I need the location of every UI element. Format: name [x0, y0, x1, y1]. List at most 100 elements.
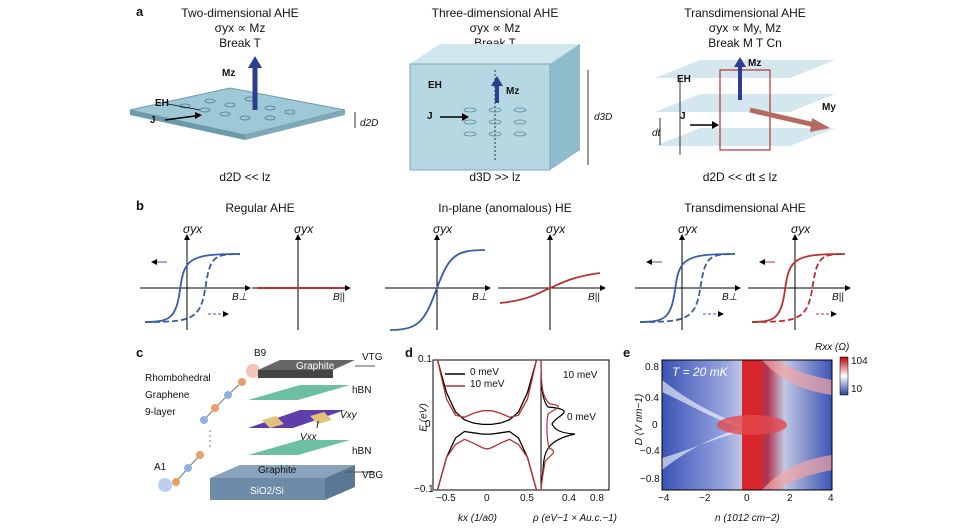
e-xtick-5: 4 — [828, 493, 834, 504]
band-10mev-upper — [436, 359, 538, 418]
panel-a-label: a — [136, 4, 144, 19]
col1-e-label: EH — [155, 98, 169, 109]
three-d-cube — [409, 44, 589, 171]
ytick-bottom: −0.1 — [414, 484, 434, 495]
plot-regular-perp — [140, 234, 251, 330]
col1-condition: d2D << lz — [219, 170, 271, 184]
panel-c-label: c — [136, 345, 144, 360]
panel-e-ylabel: D (V nm−1) — [634, 393, 646, 446]
col3-relation: σyx ∝ My, Mz — [708, 21, 782, 35]
col2-condition: d3D >> lz — [469, 170, 521, 184]
panel-e-xlabel: n (1012 cm−2) — [715, 513, 780, 524]
bottom-graphite — [210, 465, 355, 478]
col1-d-label: d2D — [360, 118, 379, 129]
col2-relation: σyx ∝ Mz — [469, 21, 521, 35]
band-0mev-upper — [436, 359, 538, 426]
col3-my-label: My — [822, 102, 836, 113]
y-label-2: σyx — [294, 222, 314, 236]
e-xtick-3: 0 — [744, 493, 750, 504]
col2-j-label: J — [427, 111, 433, 122]
vxx-label: Vxx — [300, 432, 317, 443]
e-ytick-5: −0.8 — [640, 474, 660, 485]
colorbar-min: 10 — [851, 384, 863, 395]
col3-title: Transdimensional AHE — [684, 6, 806, 20]
hbn-bottom-label: hBN — [352, 446, 372, 457]
e-ytick-1: 0.8 — [645, 362, 659, 373]
y-label-3: σyx — [433, 222, 453, 236]
x-label-3: B⊥ — [472, 292, 488, 303]
material-label-3: 9-layer — [145, 407, 176, 418]
temperature-label: T = 20 mK — [672, 365, 728, 379]
top-gate-label: Graphite — [296, 361, 335, 372]
panel-d-xlabel-right: ρ (eV−1 × Au.c.−1) — [533, 513, 618, 524]
group-title-transdimensional: Transdimensional AHE — [684, 201, 806, 215]
col2-m-label: Mz — [506, 86, 520, 97]
xtick-left-3: 0.5 — [520, 493, 534, 504]
transdimensional-stack — [655, 57, 835, 155]
y-label-4: σyx — [546, 222, 566, 236]
vtg-label: VTG — [362, 352, 383, 363]
annot-black: 0 meV — [567, 412, 596, 423]
colorbar — [839, 356, 849, 396]
e-xtick-2: −2 — [699, 493, 711, 504]
colorbar-max: 104 — [851, 356, 868, 367]
annot-red: 10 meV — [563, 370, 598, 381]
bottom-gate-label: Graphite — [258, 465, 297, 476]
e-xtick-4: 2 — [787, 493, 793, 504]
col3-symmetry: Break M T Cn — [708, 36, 782, 50]
band-10mev-lower — [436, 438, 538, 491]
x-label-2: B|| — [333, 292, 345, 303]
col1-relation: σyx ∝ Mz — [214, 21, 266, 35]
hbn-top — [248, 385, 350, 400]
col1-symmetry: Break T — [219, 36, 261, 50]
plot-inplane-parallel — [498, 234, 606, 330]
material-label-1: Rhombohedral — [145, 373, 211, 384]
col3-d-label: dt — [652, 128, 661, 139]
group-title-regular: Regular AHE — [225, 201, 295, 215]
e-ytick-3: 0 — [652, 420, 658, 431]
x-label-6: B|| — [832, 292, 844, 303]
i-label: I — [316, 420, 319, 431]
col3-e-label: EH — [677, 74, 691, 85]
col1-title: Two-dimensional AHE — [181, 6, 299, 20]
two-d-slab — [129, 56, 356, 140]
xtick-left-1: −0.5 — [436, 493, 456, 504]
col2-e-label: EH — [428, 80, 442, 91]
col2-title: Three-dimensional AHE — [431, 6, 559, 20]
substrate-label: SiO2/Si — [250, 486, 284, 497]
panel-d-label: d — [405, 345, 413, 360]
xtick-left-2: 0 — [484, 493, 490, 504]
x-label-5: B⊥ — [722, 292, 738, 303]
y-label-1: σyx — [183, 222, 203, 236]
legend-10mev: 10 meV — [470, 379, 505, 390]
panel-e-label: e — [623, 345, 631, 360]
b9-label: B9 — [254, 348, 267, 359]
band-0mev-lower — [436, 430, 538, 491]
x-label-4: B|| — [588, 292, 600, 303]
panel-b-label: b — [136, 198, 144, 213]
top-graphite — [258, 360, 355, 370]
panel-a-illustrations — [129, 44, 835, 171]
col2-d-label: d3D — [594, 112, 613, 123]
col3-j-label: J — [680, 111, 686, 122]
panel-d-xlabel-left: kx (1/a0) — [458, 513, 497, 524]
ytick-zero: 0 — [425, 419, 431, 430]
dos-plot-frame — [540, 359, 610, 491]
material-label-2: Graphene — [145, 390, 190, 401]
plot-regular-parallel — [252, 234, 351, 330]
a1-label: A1 — [154, 462, 167, 473]
plot-trans-perp — [635, 234, 741, 330]
legend-0mev: 0 meV — [470, 367, 499, 378]
lattice-atoms — [158, 364, 260, 492]
hbn-top-label: hBN — [352, 385, 372, 396]
e-ytick-2: 0.4 — [645, 393, 659, 404]
col3-mz-label: Mz — [748, 58, 762, 69]
col3-condition: d2D << dt ≤ lz — [702, 170, 778, 184]
x-label-1: B⊥ — [232, 292, 248, 303]
plot-inplane-perp — [385, 234, 491, 331]
plot-trans-parallel — [748, 234, 851, 330]
xtick-right-1: 0.4 — [562, 493, 576, 504]
